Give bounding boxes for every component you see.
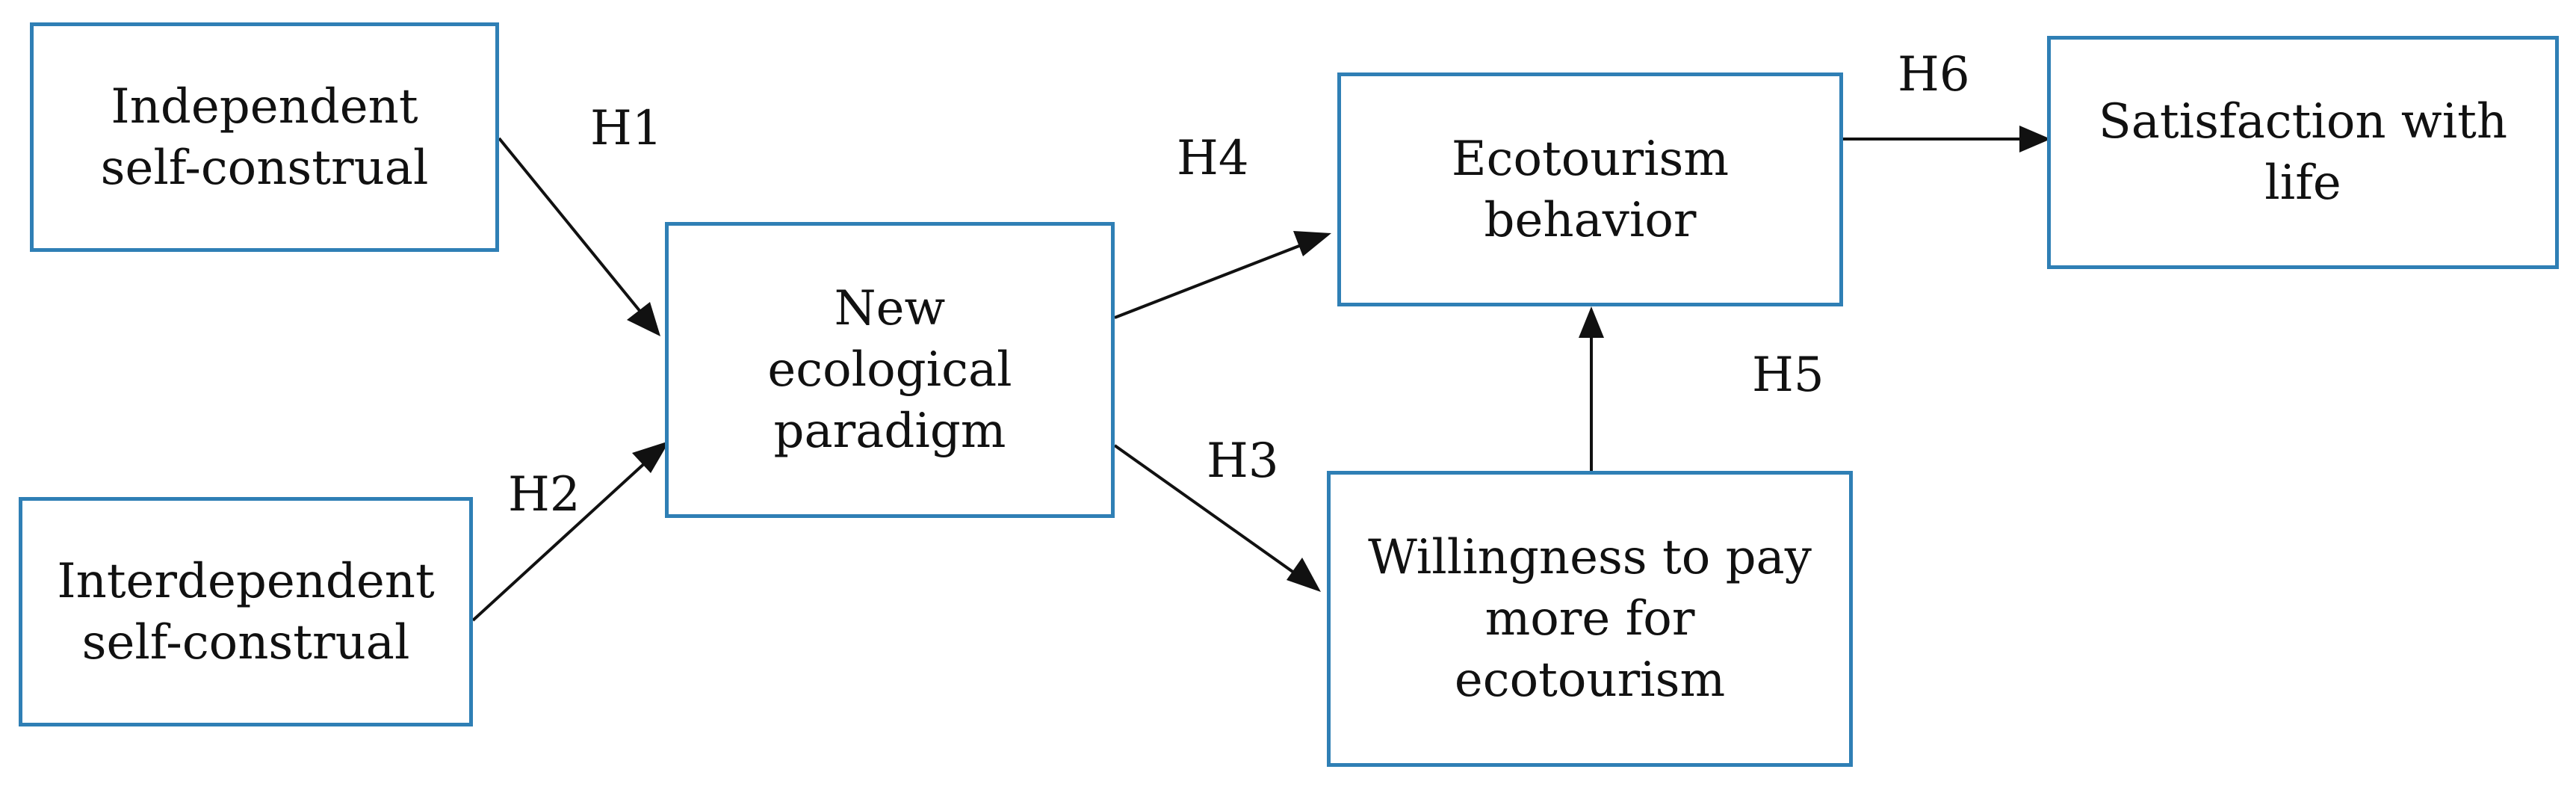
node-label: Ecotourism behavior: [1451, 131, 1730, 248]
arrow-h3: [1113, 444, 1316, 589]
arrowhead-h6: [2019, 126, 2051, 152]
node-new-ecological-paradigm: New ecological paradigm: [665, 222, 1115, 518]
node-label: New ecological paradigm: [767, 281, 1012, 459]
arrowhead-h2: [632, 441, 669, 473]
arrowhead-h3: [1287, 558, 1321, 592]
arrowhead-h1: [627, 302, 660, 336]
hypothesis-label-h2: H2: [508, 467, 580, 522]
hypothesis-label-h3: H3: [1207, 433, 1279, 489]
hypothesis-label-h4: H4: [1177, 131, 1249, 186]
arrow-h2: [471, 443, 666, 622]
node-label: Willingness to pay more for ecotourism: [1368, 530, 1812, 708]
node-satisfaction-with-life: Satisfaction with life: [2047, 36, 2559, 269]
node-willingness-to-pay: Willingness to pay more for ecotourism: [1327, 471, 1853, 767]
node-label: Independent self-construal: [100, 78, 429, 196]
hypothesis-label-h1: H1: [590, 101, 663, 156]
node-label: Interdependent self-construal: [57, 553, 435, 670]
arrow-h1: [498, 137, 659, 334]
arrow-h4: [1114, 234, 1327, 319]
hypothesis-label-h6: H6: [1898, 47, 1970, 102]
node-label: Satisfaction with life: [2098, 94, 2508, 211]
node-ecotourism-behavior: Ecotourism behavior: [1337, 72, 1843, 306]
arrowhead-h4: [1293, 231, 1331, 256]
arrowhead-h5: [1579, 306, 1604, 338]
node-independent-self-construal: Independent self-construal: [30, 22, 499, 252]
node-interdependent-self-construal: Interdependent self-construal: [19, 497, 473, 726]
hypothesis-label-h5: H5: [1752, 348, 1824, 403]
